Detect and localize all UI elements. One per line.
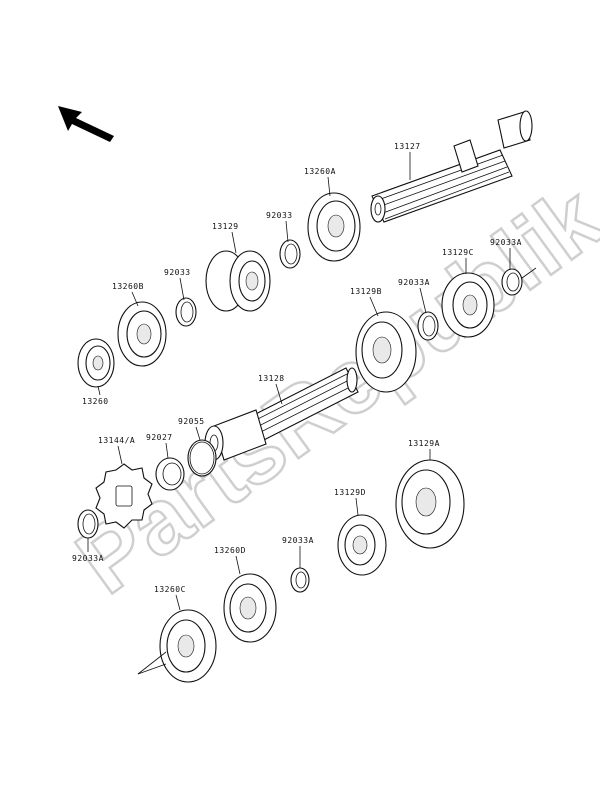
part-labels: 13127 13260A 92033 13129 92033 13260B 13… [72, 142, 522, 594]
label-92033a-left: 92033A [72, 554, 104, 563]
part-92033a-circlip-center [417, 311, 439, 341]
label-13129c: 13129C [442, 248, 474, 257]
label-13129a: 13129A [408, 439, 440, 448]
part-13129-gear-cluster [205, 250, 271, 312]
label-13260b: 13260B [112, 282, 144, 291]
part-13129b-gear [355, 311, 417, 393]
label-13144a: 13144/A [98, 436, 135, 445]
part-13129c-gear [441, 272, 495, 338]
label-92033a-low: 92033A [282, 536, 314, 545]
direction-arrow-icon [58, 106, 114, 142]
label-13129b: 13129B [350, 287, 382, 296]
part-13129d-gear [337, 514, 387, 576]
part-13260b-gear [117, 301, 167, 367]
label-13260c: 13260C [154, 585, 186, 594]
part-92033a-circlip-left [77, 509, 99, 539]
leader-lines [87, 152, 511, 675]
label-13129: 13129 [212, 222, 239, 231]
label-92033-mid: 92033 [164, 268, 191, 277]
part-13144a-sprocket [95, 463, 153, 529]
label-13260d: 13260D [214, 546, 246, 555]
label-92033a-right: 92033A [490, 238, 522, 247]
label-13127: 13127 [394, 142, 421, 151]
part-13260c-gear [159, 609, 217, 683]
part-92033a-circlip-low [290, 567, 310, 593]
part-92055-o-ring [187, 439, 217, 477]
part-13260a-gear [307, 192, 361, 262]
label-13128: 13128 [258, 374, 285, 383]
part-92033-circlip-top [279, 239, 301, 269]
label-92027: 92027 [146, 433, 173, 442]
part-13260d-gear [223, 573, 277, 643]
part-13260-gear [77, 338, 115, 388]
part-92027-collar [155, 457, 185, 491]
label-92033a-center: 92033A [398, 278, 430, 287]
label-92033-top: 92033 [266, 211, 293, 220]
label-92055: 92055 [178, 417, 205, 426]
label-13260a: 13260A [304, 167, 336, 176]
part-13127-shaft [370, 110, 533, 223]
part-92033-circlip-mid [175, 297, 197, 327]
label-13129d: 13129D [334, 488, 366, 497]
part-92033a-circlip-right [501, 267, 537, 296]
label-13260: 13260 [82, 397, 109, 406]
part-13129a-gear [395, 459, 465, 549]
